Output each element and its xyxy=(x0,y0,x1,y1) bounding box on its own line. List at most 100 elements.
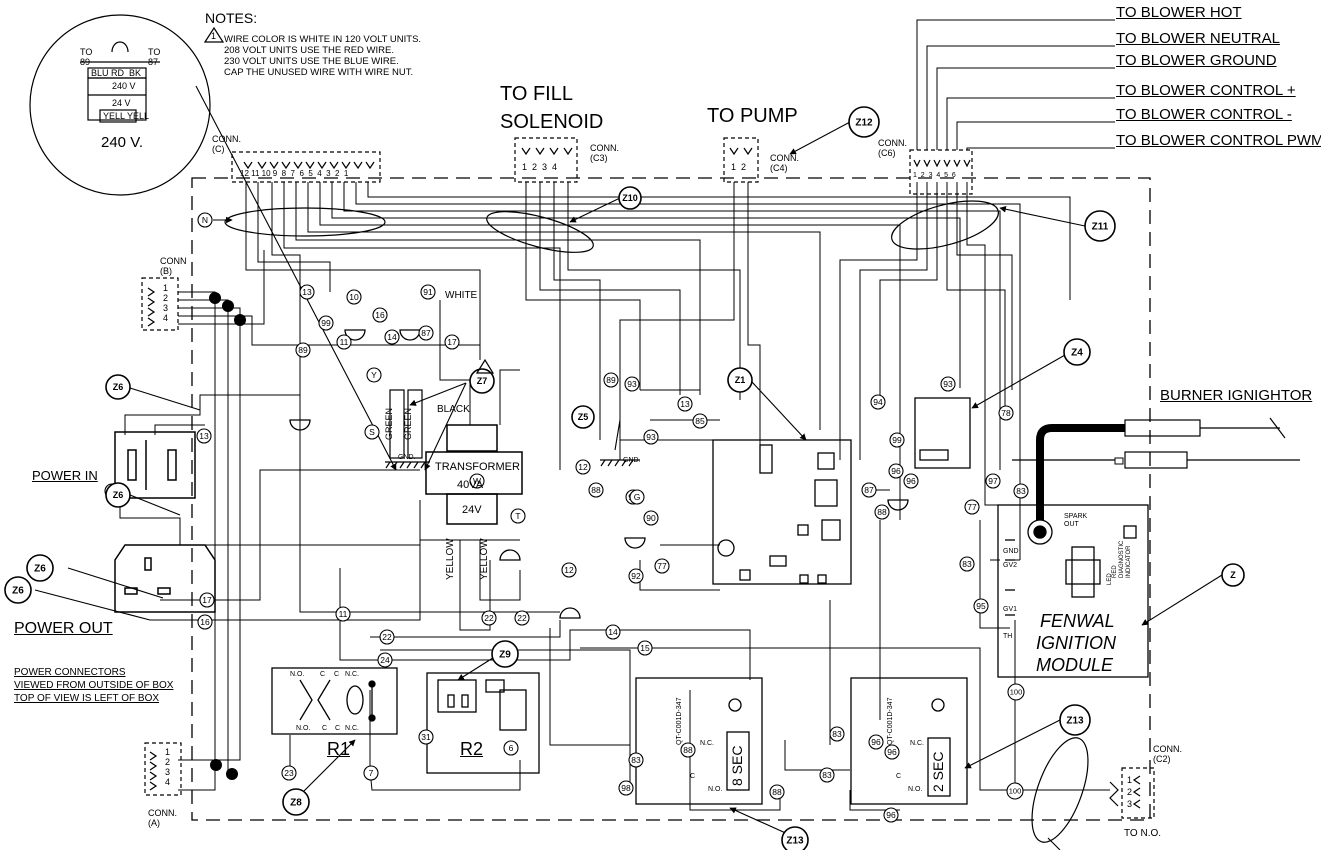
r1-nc-top: N.C. xyxy=(345,671,359,678)
blower-control-pwm-label: TO BLOWER CONTROL PWM xyxy=(1116,132,1321,149)
power-in-label: POWER IN xyxy=(32,468,98,483)
connector-c6-block xyxy=(909,149,973,195)
wire-16-tag-circle xyxy=(197,614,213,630)
wire-13-tag-label: 13 xyxy=(199,431,209,441)
blower-ground-label: TO BLOWER GROUND xyxy=(1116,52,1277,69)
leader-lines xyxy=(34,85,1223,850)
wire-97-tag-circle xyxy=(985,473,1001,489)
wire-91-tag-label: 91 xyxy=(423,287,433,297)
ignition-gv1-label: GV1 xyxy=(1003,606,1018,613)
zone-z12-tag-label: Z12 xyxy=(855,118,873,129)
transformer-title: TRANSFORMER xyxy=(435,461,520,473)
splice-dots xyxy=(209,292,246,780)
wire-88-tag-label: 88 xyxy=(772,787,782,797)
ignitor-cable xyxy=(1012,417,1300,520)
wire-91-tag-circle xyxy=(420,284,436,300)
wire-16-tag-label: 16 xyxy=(375,310,385,320)
wire-6-tag-circle xyxy=(503,740,519,756)
wire-95-tag-label: 95 xyxy=(976,601,986,611)
ignition-title-3: MODULE xyxy=(1036,655,1114,675)
conn-c2-pin-2: 2 xyxy=(1127,787,1133,797)
zone-z5-tag-label: Z5 xyxy=(578,412,589,422)
marker-s-tag-label: S xyxy=(369,427,375,437)
wire-6-tag-label: 6 xyxy=(509,743,514,753)
inset-yell: YELL YELL xyxy=(103,111,150,121)
wire-15-tag-circle xyxy=(637,640,653,656)
wire-22-tag-circle xyxy=(379,629,395,645)
conn-c3-label: CONN. (C3) xyxy=(590,143,619,163)
connector-a-block xyxy=(144,742,182,796)
conn-a-pin-3: 3 xyxy=(165,767,171,777)
marker-g-tag-label: G xyxy=(634,492,641,502)
wire-99-tag-label: 99 xyxy=(892,435,902,445)
conn-a-pin-1: 1 xyxy=(165,747,171,757)
conn-b-pin-4: 4 xyxy=(163,313,169,323)
wire-83-tag-label: 83 xyxy=(832,729,842,739)
zone-z6-tag-circle xyxy=(105,482,131,508)
wire-22-tag-circle xyxy=(514,610,530,626)
wire-83-tag-circle xyxy=(819,767,835,783)
zone-z7-tag-label: Z7 xyxy=(477,376,488,386)
wire-31-tag-circle xyxy=(418,729,434,745)
zone-z-tag-circle xyxy=(1221,563,1245,587)
wire-87-tag-circle xyxy=(861,482,877,498)
wire-12-tag-label: 12 xyxy=(578,462,588,472)
wire-14-tag-label: 14 xyxy=(387,332,397,342)
wire-93-tag-circle xyxy=(624,376,640,392)
wire-16-tag-label: 16 xyxy=(200,617,210,627)
connector-c3-block xyxy=(514,137,578,183)
wire-24-tag-circle xyxy=(377,652,393,668)
inset-primary: 240 V xyxy=(112,81,136,91)
zone-z6-tag-label: Z6 xyxy=(34,564,46,575)
wire-77-tag-circle xyxy=(964,499,980,515)
inset-to-left-num: 89 xyxy=(80,57,91,67)
zone-z6-tag-circle xyxy=(105,374,131,400)
ignition-th-label: TH xyxy=(1003,633,1013,640)
wire-99-tag-label: 99 xyxy=(321,318,331,328)
connector-b-block xyxy=(141,277,179,331)
harness-ellipses xyxy=(224,200,1089,843)
relay-z4 xyxy=(914,397,971,469)
connector-c2-block xyxy=(1109,767,1155,819)
conn-a-pin-2: 2 xyxy=(165,757,171,767)
wire-96-tag-label: 96 xyxy=(887,747,897,757)
wire-77-tag-circle xyxy=(654,558,670,574)
marker-n-tag-label: N xyxy=(202,215,208,225)
inset-to-right: TO xyxy=(148,47,161,57)
wire-88-tag-label: 88 xyxy=(877,507,887,517)
inset-to-left: TO xyxy=(80,47,93,57)
transformer-box xyxy=(425,424,523,525)
zone-z9-tag-label: Z9 xyxy=(499,650,511,661)
wire-96-tag-circle xyxy=(883,807,899,823)
zone-z10-tag-circle xyxy=(618,186,642,210)
zone-z6-tag-label: Z6 xyxy=(12,586,24,597)
wire-96-tag-label: 96 xyxy=(891,466,901,476)
marker-y-tag-circle xyxy=(366,367,382,383)
marker-s-tag-circle xyxy=(364,424,380,440)
marker-w-tag-circle xyxy=(469,473,485,489)
wire-89-tag-label: 89 xyxy=(606,375,616,385)
timer-2-display: 2 SEC xyxy=(930,751,946,792)
wire-87-tag-circle xyxy=(418,325,434,341)
wire-yellow-label-2: YELLOW xyxy=(479,538,490,580)
wire-98-tag-circle xyxy=(618,780,634,796)
wire-17-tag-circle xyxy=(444,334,460,350)
note-line-3: 230 VOLT UNITS USE THE BLUE WIRE. xyxy=(224,56,399,67)
timer-1-display: 8 SEC xyxy=(729,745,745,786)
conn-a-label: CONN. (A) xyxy=(148,808,177,828)
wire-89-tag-label: 89 xyxy=(298,345,308,355)
note-line-2: 208 VOLT UNITS USE THE RED WIRE. xyxy=(224,45,394,56)
wire-92-tag-label: 92 xyxy=(631,571,641,581)
wire-94-tag-circle xyxy=(870,394,886,410)
pump-title: TO PUMP xyxy=(707,105,798,127)
conn-c-pins: 12 11 10 9 8 7 6 5 4 3 2 1 xyxy=(240,169,349,178)
wire-100-tag-label: 100 xyxy=(1010,688,1023,697)
marker-y-tag-label: Y xyxy=(371,370,377,380)
zone-z13-tag-label: Z13 xyxy=(786,836,804,847)
zone-z1-tag-label: Z1 xyxy=(735,375,746,385)
conn-c4-pins: 1 2 xyxy=(731,162,747,172)
marker-g-tag-circle xyxy=(629,489,645,505)
wire-93-tag-label: 93 xyxy=(627,379,637,389)
zone-z6-tag-label: Z6 xyxy=(113,382,124,392)
ground-area xyxy=(385,389,640,469)
